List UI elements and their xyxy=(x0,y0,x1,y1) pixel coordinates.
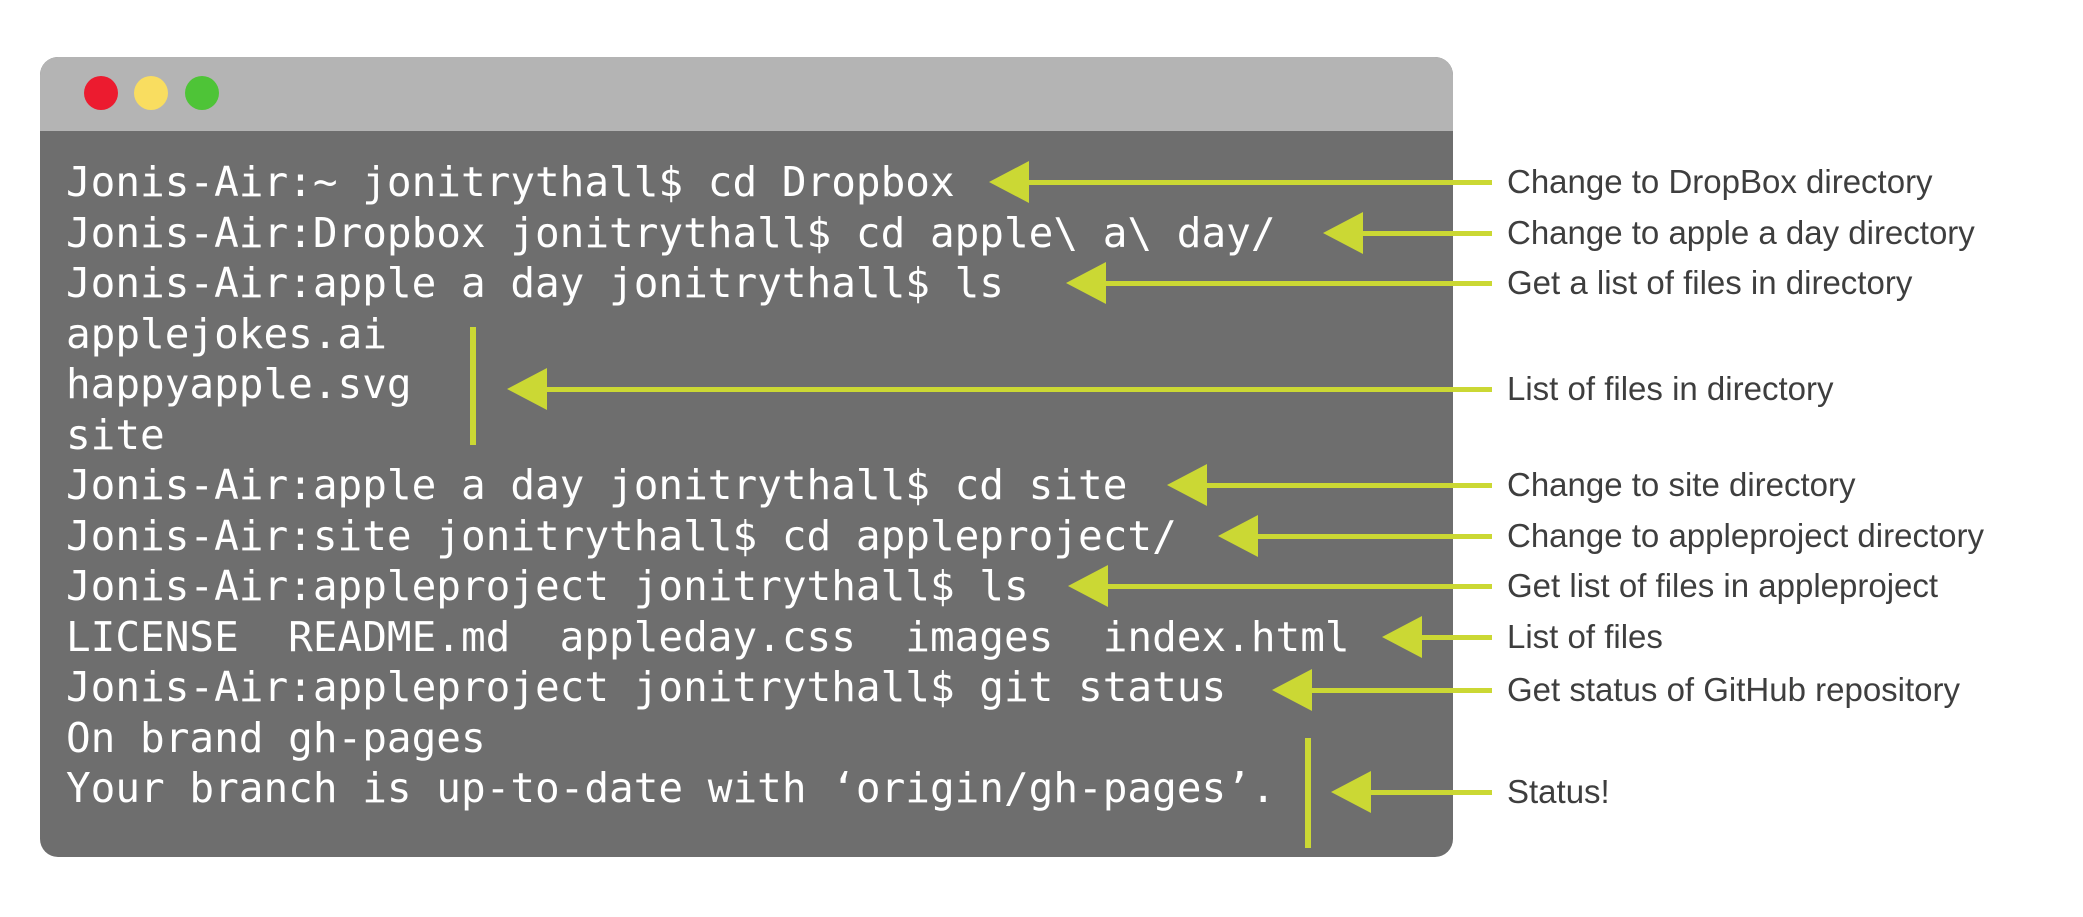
terminal-line: Jonis-Air:site jonitrythall$ cd applepro… xyxy=(66,511,1177,560)
arrow-shaft xyxy=(1370,790,1492,795)
annotation-label: List of files in directory xyxy=(1507,370,1834,407)
arrow-shaft xyxy=(1105,281,1492,286)
annotation-label: Status! xyxy=(1507,773,1610,810)
terminal-line: site xyxy=(66,410,165,459)
terminal-line: LICENSE README.md appleday.css images in… xyxy=(66,612,1350,661)
arrow-shaft xyxy=(1206,483,1492,488)
terminal-line: Jonis-Air:Dropbox jonitrythall$ cd apple… xyxy=(66,208,1276,257)
arrow-shaft xyxy=(1311,688,1492,693)
minimize-button-icon[interactable] xyxy=(134,76,168,110)
terminal-window xyxy=(40,57,1453,857)
bracket-line xyxy=(470,327,476,445)
bracket-line xyxy=(1305,738,1311,848)
arrow-shaft xyxy=(1257,534,1492,539)
annotation-label: Get status of GitHub repository xyxy=(1507,671,1961,708)
arrow-shaft xyxy=(1362,231,1492,236)
left-arrowhead-icon xyxy=(1272,669,1312,711)
terminal-line: Jonis-Air:appleproject jonitrythall$ git… xyxy=(66,663,1227,711)
annotation-label: Change to apple a day directory xyxy=(1507,214,1975,251)
left-arrowhead-icon xyxy=(1066,262,1106,304)
left-arrowhead-icon xyxy=(1167,464,1207,506)
terminal-line: applejokes.ai xyxy=(66,309,387,358)
window-titlebar xyxy=(40,57,1453,131)
annotation-label: List of files xyxy=(1507,618,1663,655)
terminal-line: Jonis-Air:appleproject jonitrythall$ ls xyxy=(66,562,1029,610)
arrow-shaft xyxy=(546,387,1492,392)
left-arrowhead-icon xyxy=(1323,212,1363,254)
annotation-label: Change to site directory xyxy=(1507,466,1856,503)
arrow-shaft xyxy=(1107,584,1492,589)
left-arrowhead-icon xyxy=(1382,616,1422,658)
left-arrowhead-icon xyxy=(1331,771,1371,813)
arrow-shaft xyxy=(1421,635,1492,640)
annotation-label: Change to appleproject directory xyxy=(1507,517,1984,554)
terminal-line: Jonis-Air:~ jonitrythall$ cd Dropbox xyxy=(66,158,955,206)
terminal-line: Jonis-Air:apple a day jonitrythall$ ls xyxy=(66,259,1004,307)
left-arrowhead-icon xyxy=(1218,515,1258,557)
arrow-shaft xyxy=(1028,180,1492,185)
terminal-line: On brand gh-pages xyxy=(66,713,486,762)
left-arrowhead-icon xyxy=(507,368,547,410)
close-button-icon[interactable] xyxy=(84,76,118,110)
annotation-label: Change to DropBox directory xyxy=(1507,163,1933,200)
left-arrowhead-icon xyxy=(989,161,1029,203)
annotation-label: Get a list of files in directory xyxy=(1507,264,1913,301)
annotation-label: Get list of files in appleproject xyxy=(1507,567,1939,604)
terminal-line: happyapple.svg xyxy=(66,360,412,408)
terminal-line: Jonis-Air:apple a day jonitrythall$ cd s… xyxy=(66,461,1128,509)
terminal-line: Your branch is up-to-date with ‘origin/g… xyxy=(66,764,1276,812)
left-arrowhead-icon xyxy=(1068,565,1108,607)
zoom-button-icon[interactable] xyxy=(185,76,219,110)
